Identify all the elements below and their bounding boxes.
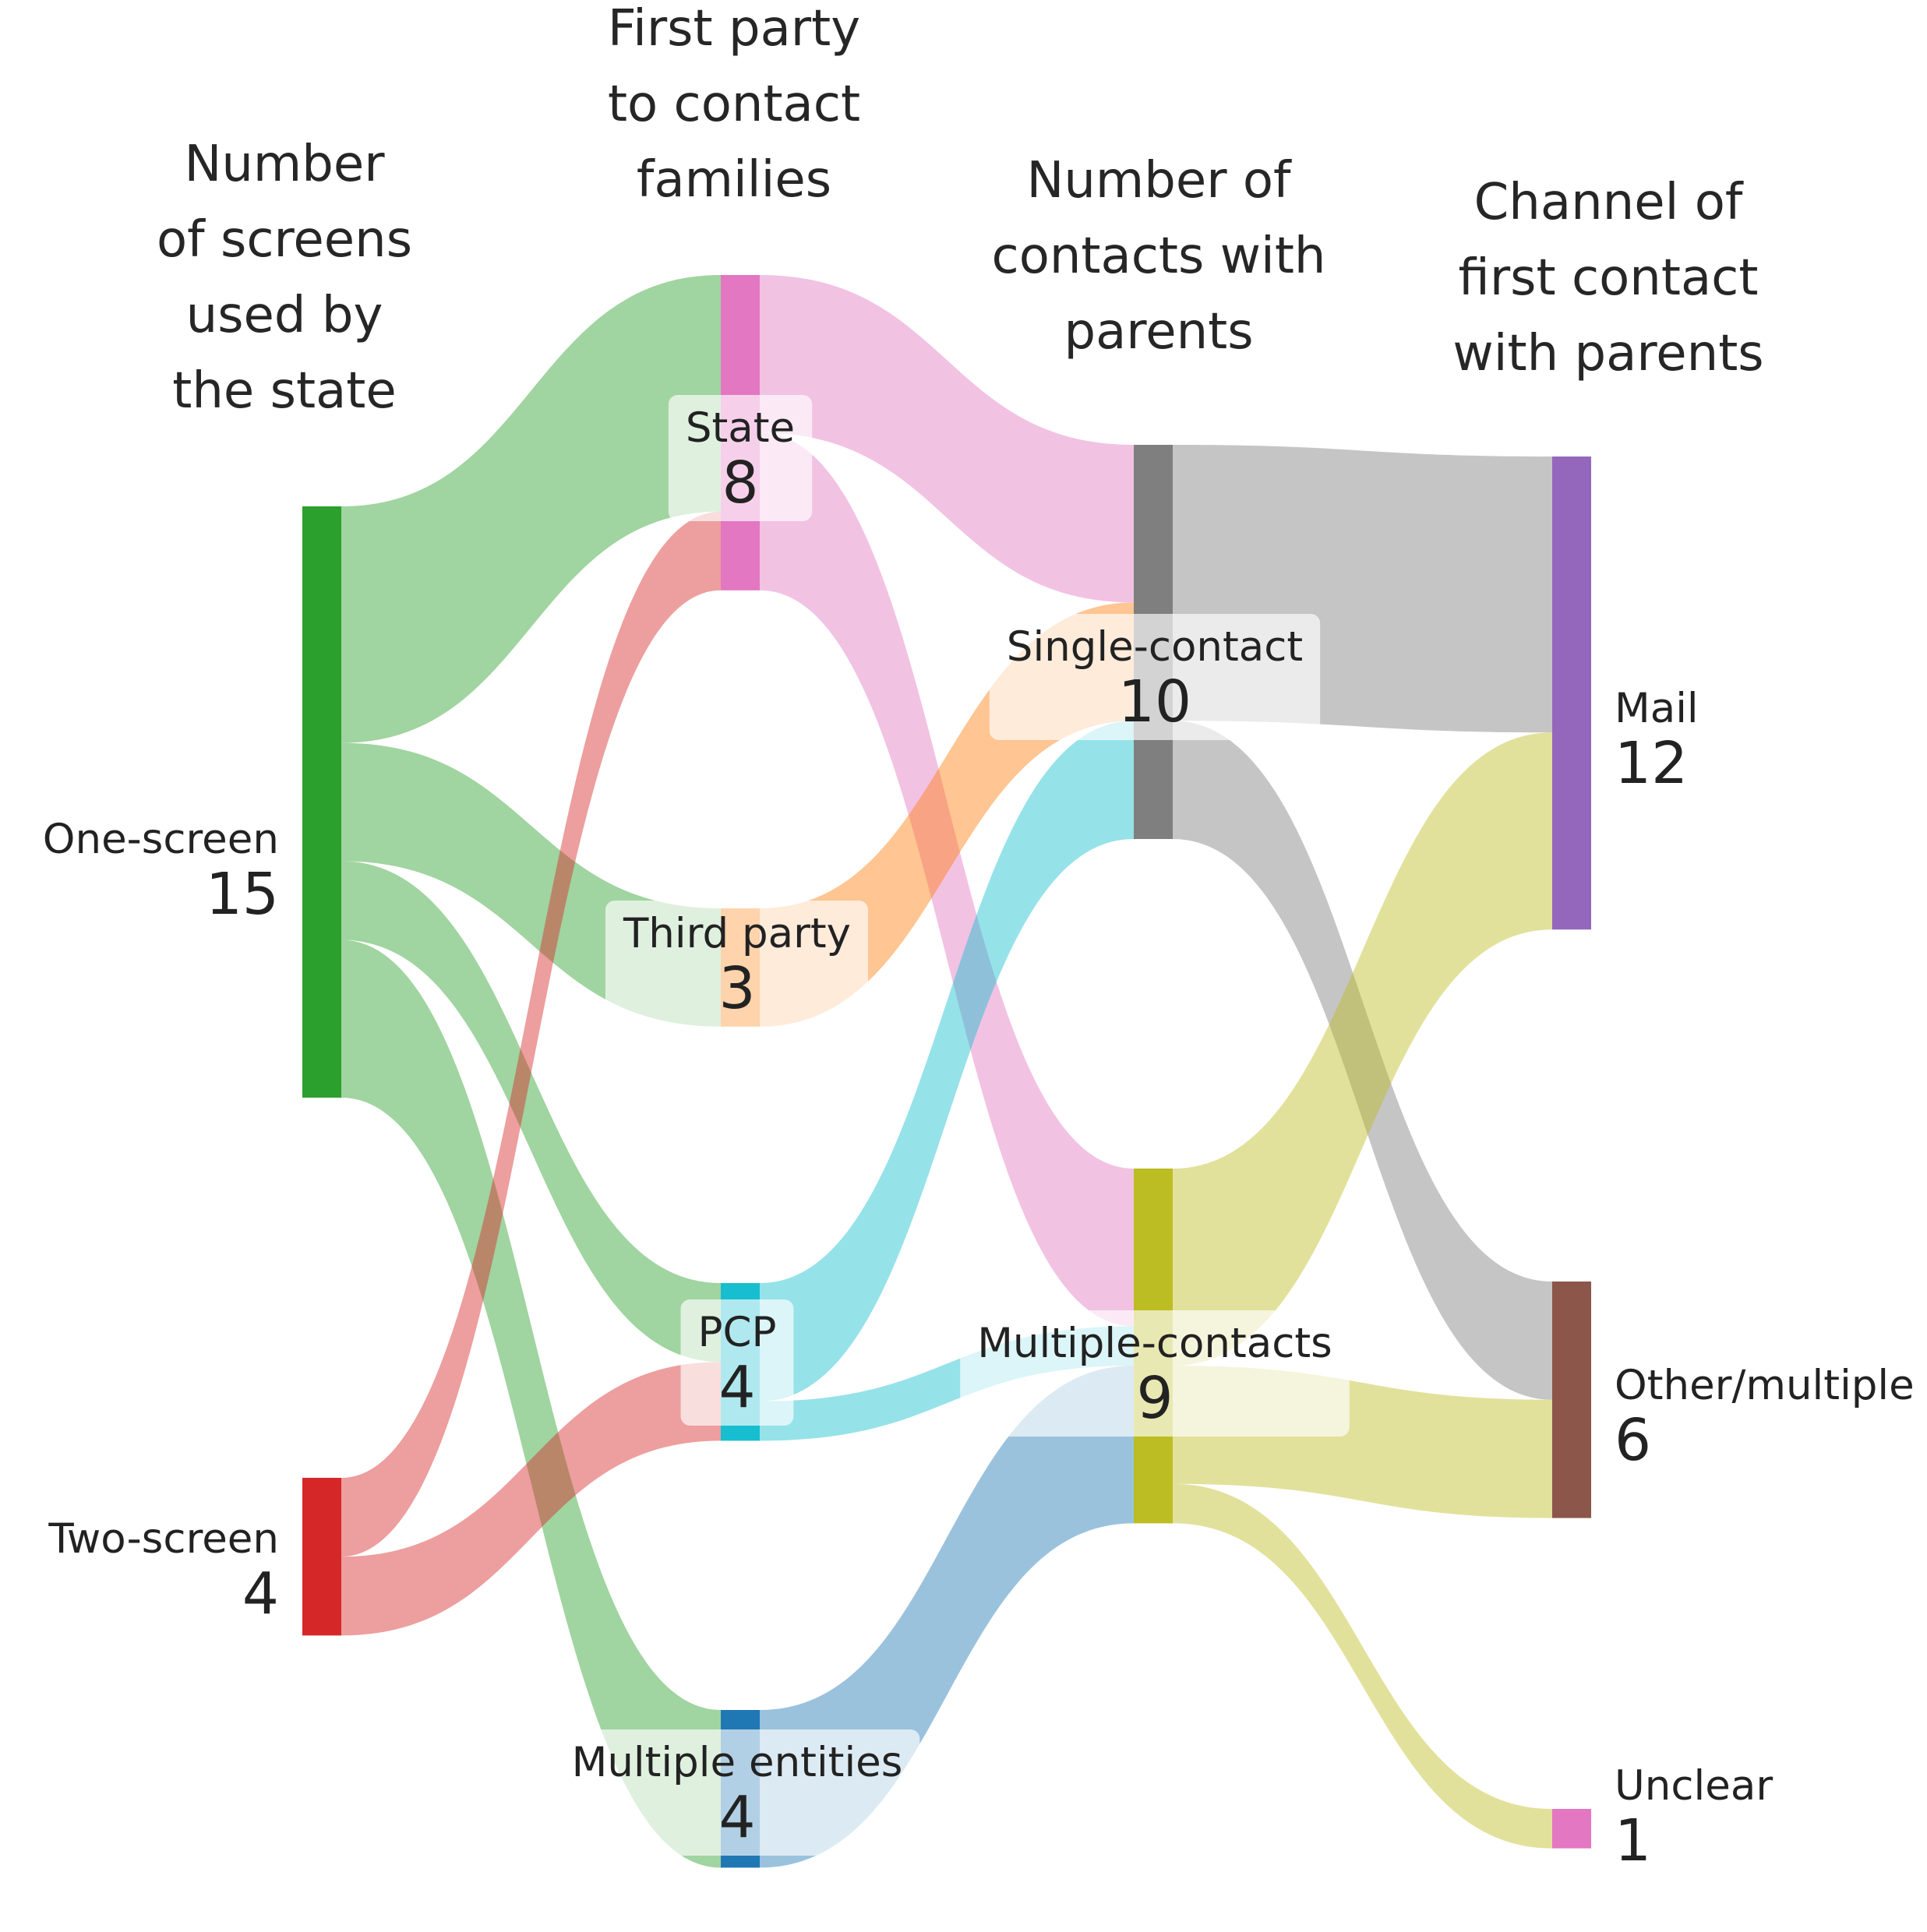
- link-state-to-multiple_contacts: [760, 432, 1134, 1327]
- node-bar-mail: [1552, 457, 1591, 930]
- link-pcp-to-single_contact: [760, 721, 1134, 1401]
- node-value: 12: [1615, 730, 1688, 797]
- node-bar-unclear: [1552, 1809, 1591, 1849]
- node-name: Multiple entities: [572, 1739, 903, 1786]
- node-value: 4: [242, 1560, 279, 1627]
- node-name: Multiple-contacts: [977, 1320, 1332, 1367]
- node-name: Two-screen: [48, 1515, 279, 1563]
- node-value: 15: [206, 861, 279, 928]
- node-bar-other_multiple: [1552, 1282, 1591, 1518]
- node-name: Unclear: [1615, 1762, 1773, 1810]
- node-name: One-screen: [43, 816, 279, 863]
- node-name: Third party: [623, 910, 851, 957]
- label-backdrop: [680, 1299, 794, 1426]
- node-bar-one_screen: [302, 506, 341, 1098]
- node-name: Other/multiple: [1615, 1362, 1915, 1409]
- node-name: PCP: [698, 1309, 777, 1356]
- node-value: 10: [1118, 668, 1191, 735]
- link-one_screen-to-pcp: [341, 861, 721, 1363]
- node-value: 1: [1615, 1807, 1651, 1874]
- flow-links: [341, 275, 1552, 1868]
- node-name: Mail: [1615, 685, 1699, 732]
- node-value: 4: [718, 1784, 755, 1851]
- node-value: 6: [1615, 1407, 1651, 1474]
- node-value: 9: [1136, 1365, 1173, 1432]
- node-name: Single-contact: [1007, 623, 1303, 671]
- node-value: 3: [718, 955, 755, 1022]
- link-two_screen-to-state: [341, 511, 721, 1557]
- link-multiple_contacts-to-mail: [1173, 732, 1552, 1366]
- node-value: 8: [722, 450, 758, 516]
- link-single_contact-to-other_multiple: [1173, 721, 1552, 1400]
- label-backdrop: [960, 1310, 1350, 1437]
- link-state-to-single_contact: [760, 275, 1134, 603]
- node-bar-two_screen: [302, 1478, 341, 1636]
- label-backdrop: [554, 1729, 920, 1856]
- link-multiple_contacts-to-unclear: [1173, 1483, 1552, 1849]
- label-backdrop: [605, 901, 869, 1027]
- link-one_screen-to-multiple_entities: [341, 940, 721, 1868]
- link-one_screen-to-state: [341, 275, 721, 743]
- link-two_screen-to-pcp: [341, 1362, 721, 1636]
- label-backdrop: [989, 614, 1321, 740]
- node-name: State: [686, 404, 795, 452]
- node-value: 4: [718, 1354, 755, 1421]
- label-backdrop: [668, 395, 813, 521]
